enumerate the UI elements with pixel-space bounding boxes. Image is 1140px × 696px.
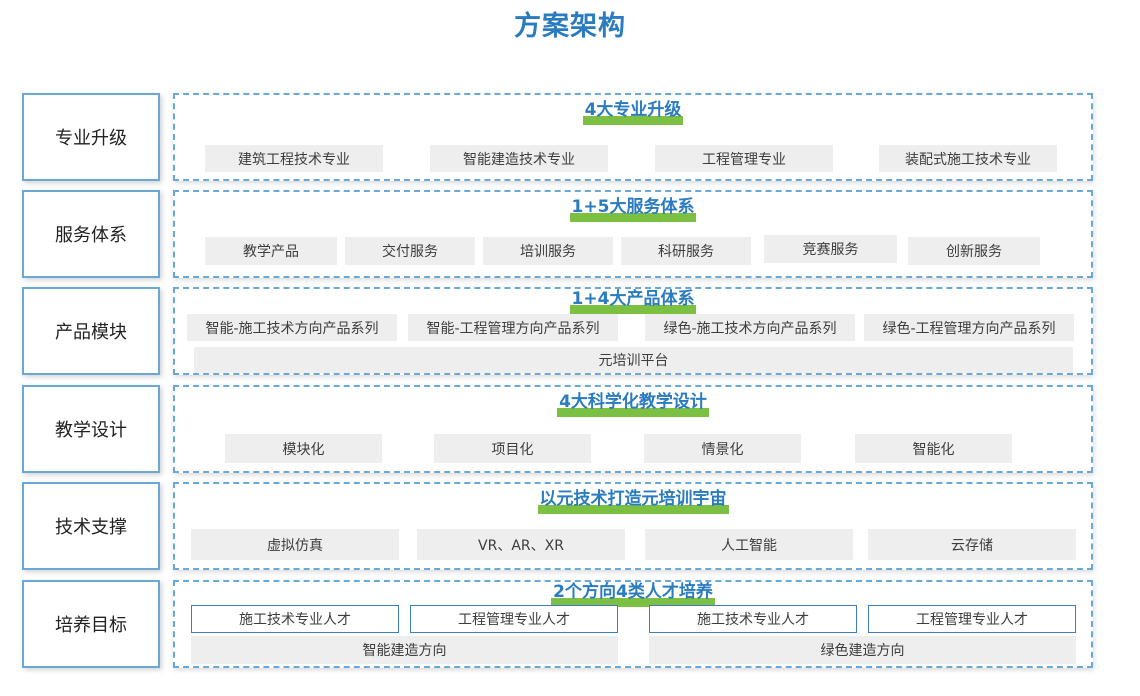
row-product-module: 产品模块 1+4大产品体系 智能-施工技术方向产品系列 智能-工程管理方向产品系…: [22, 287, 1094, 375]
row-panel: 1+4大产品体系 智能-施工技术方向产品系列 智能-工程管理方向产品系列 绿色-…: [173, 287, 1093, 375]
row-heading: 2个方向4类人才培养: [175, 580, 1091, 608]
direction-bar: 智能建造方向: [191, 636, 618, 664]
service-item: 竞赛服务: [764, 235, 897, 263]
row-major-upgrade: 专业升级 4大专业升级 建筑工程技术专业 智能建造技术专业 工程管理专业 装配式…: [22, 93, 1094, 181]
design-item: 项目化: [434, 434, 591, 463]
row-heading: 1+5大服务体系: [175, 195, 1091, 223]
row-label: 教学设计: [22, 385, 160, 473]
row-label: 技术支撑: [22, 482, 160, 570]
heading-text: 2个方向4类人才培养: [553, 582, 713, 602]
row-panel: 以元技术打造元培训宇宙 虚拟仿真 VR、AR、XR 人工智能 云存储: [173, 482, 1093, 570]
product-series-item: 智能-工程管理方向产品系列: [408, 314, 618, 341]
row-heading: 4大专业升级: [175, 98, 1091, 126]
row-heading: 1+4大产品体系: [175, 287, 1091, 315]
talent-type-item: 工程管理专业人才: [410, 605, 618, 633]
heading-text: 1+4大产品体系: [571, 289, 695, 309]
talent-type-item: 工程管理专业人才: [868, 605, 1076, 633]
heading-highlight-bar: [551, 598, 715, 607]
heading-highlight-bar: [582, 116, 684, 125]
page-title: 方案架构: [514, 11, 626, 42]
tech-item: 云存储: [868, 529, 1076, 560]
talent-type-item: 施工技术专业人才: [649, 605, 857, 633]
service-item: 教学产品: [205, 237, 337, 265]
product-series-item: 绿色-施工技术方向产品系列: [645, 314, 855, 341]
tech-item: VR、AR、XR: [417, 529, 625, 560]
row-label: 专业升级: [22, 93, 160, 181]
row-panel: 4大科学化教学设计 模块化 项目化 情景化 智能化: [173, 385, 1093, 473]
heading-text: 1+5大服务体系: [571, 197, 695, 217]
row-teaching-design: 教学设计 4大科学化教学设计 模块化 项目化 情景化 智能化: [22, 385, 1094, 473]
tech-item: 虚拟仿真: [191, 529, 399, 560]
heading-text: 4大科学化教学设计: [559, 392, 707, 412]
major-item: 智能建造技术专业: [430, 145, 608, 172]
row-service-system: 服务体系 1+5大服务体系 教学产品 交付服务 培训服务 科研服务 竞赛服务 创…: [22, 190, 1094, 278]
product-series-item: 绿色-工程管理方向产品系列: [864, 314, 1074, 341]
row-panel: 2个方向4类人才培养 施工技术专业人才 工程管理专业人才 施工技术专业人才 工程…: [173, 580, 1093, 668]
major-item: 建筑工程技术专业: [205, 145, 383, 172]
heading-text: 以元技术打造元培训宇宙: [539, 489, 727, 509]
row-label: 培养目标: [22, 580, 160, 668]
row-label: 产品模块: [22, 287, 160, 375]
row-label: 服务体系: [22, 190, 160, 278]
service-item: 交付服务: [345, 237, 475, 265]
design-item: 情景化: [644, 434, 801, 463]
platform-bar: 元培训平台: [194, 347, 1073, 373]
row-heading: 4大科学化教学设计: [175, 390, 1091, 418]
heading-highlight-bar: [569, 305, 697, 314]
row-panel: 1+5大服务体系 教学产品 交付服务 培训服务 科研服务 竞赛服务 创新服务: [173, 190, 1093, 278]
major-item: 工程管理专业: [655, 145, 833, 172]
heading-highlight-bar: [557, 408, 709, 417]
row-heading: 以元技术打造元培训宇宙: [175, 487, 1091, 515]
row-training-goal: 培养目标 2个方向4类人才培养 施工技术专业人才 工程管理专业人才 施工技术专业…: [22, 580, 1094, 668]
service-item: 科研服务: [621, 237, 751, 265]
row-tech-support: 技术支撑 以元技术打造元培训宇宙 虚拟仿真 VR、AR、XR 人工智能 云存储: [22, 482, 1094, 570]
product-series-item: 智能-施工技术方向产品系列: [187, 314, 397, 341]
major-item: 装配式施工技术专业: [879, 145, 1057, 172]
direction-bar: 绿色建造方向: [649, 636, 1076, 664]
heading-highlight-bar: [569, 213, 697, 222]
heading-text: 4大专业升级: [584, 100, 682, 120]
service-item: 培训服务: [483, 237, 613, 265]
heading-highlight-bar: [537, 505, 729, 514]
service-item: 创新服务: [908, 237, 1040, 265]
row-panel: 4大专业升级 建筑工程技术专业 智能建造技术专业 工程管理专业 装配式施工技术专…: [173, 93, 1093, 181]
tech-item: 人工智能: [645, 529, 853, 560]
design-item: 模块化: [225, 434, 382, 463]
design-item: 智能化: [855, 434, 1012, 463]
talent-type-item: 施工技术专业人才: [191, 605, 399, 633]
